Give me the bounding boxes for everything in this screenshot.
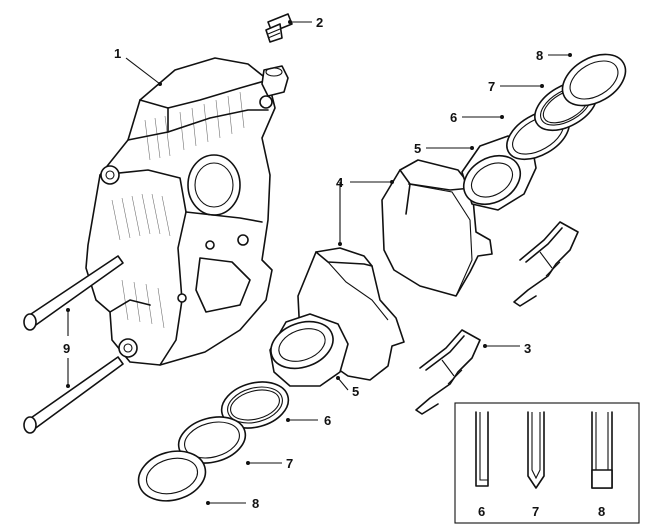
callout-4: 4 [336,175,344,190]
brake-pad-inboard [381,159,493,297]
inset-label-7: 7 [532,504,539,519]
seal-profile-inset [454,402,640,524]
retaining-pins [23,255,124,434]
callout-2: 2 [316,15,323,30]
callout-leaders [66,20,572,505]
callout-8-outboard: 8 [252,496,259,511]
callout-8-inboard: 8 [536,48,543,63]
callout-7-outboard: 7 [286,456,293,471]
bleed-screw [265,13,293,43]
piston-outboard [269,313,349,387]
callout-9: 9 [63,341,70,356]
seal-rings-inboard [506,53,627,161]
seal-rings-outboard [137,381,290,502]
callout-5-inboard: 5 [414,141,421,156]
callout-6-outboard: 6 [324,413,331,428]
callout-5-outboard: 5 [352,384,359,399]
callout-3: 3 [524,341,531,356]
callout-6-inboard: 6 [450,110,457,125]
callout-1: 1 [114,46,121,61]
callout-7-inboard: 7 [488,79,495,94]
caliper-body [85,57,289,366]
anti-rattle-spring-lower [415,329,481,415]
inset-label-8: 8 [598,504,605,519]
anti-rattle-spring-upper [513,221,579,307]
inset-label-6: 6 [478,504,485,519]
